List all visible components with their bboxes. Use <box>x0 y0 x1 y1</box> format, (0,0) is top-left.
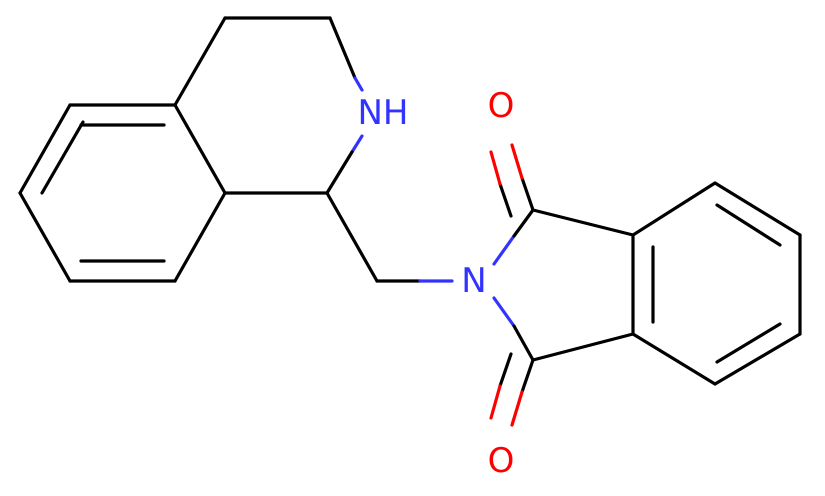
benzene-ring-left <box>18 103 227 283</box>
benzene-ring-right <box>631 181 802 386</box>
oxygen-top-label: O <box>488 86 515 126</box>
carbonyl-top <box>489 143 535 218</box>
piperidine-ring <box>173 16 364 195</box>
imide-nitrogen-label: N <box>461 261 486 301</box>
oxygen-bottom-label: O <box>488 441 515 481</box>
nh-label: NH <box>358 93 409 133</box>
imide-ring <box>492 208 635 362</box>
carbonyl-bottom <box>489 352 535 427</box>
methylene-linker <box>325 191 454 283</box>
